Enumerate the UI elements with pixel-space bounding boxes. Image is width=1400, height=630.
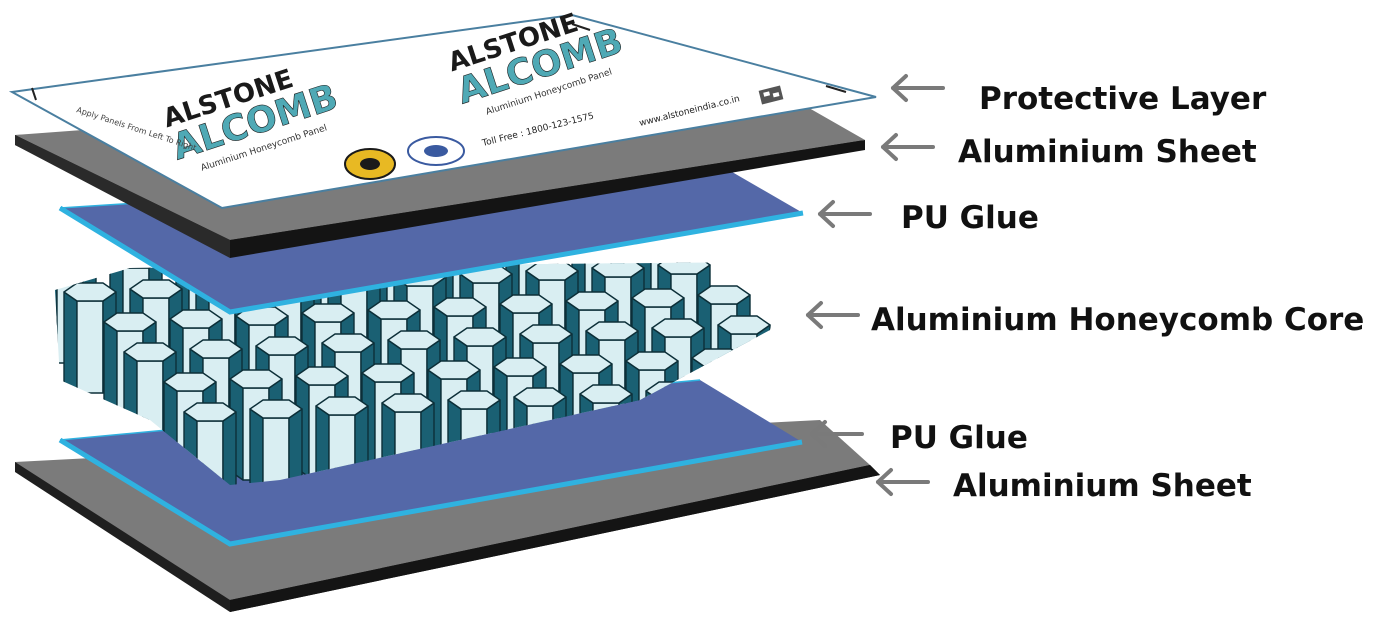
arrow-icon	[881, 133, 935, 161]
arrow-icon	[891, 74, 945, 102]
arrow-icon	[876, 468, 930, 496]
label-pu-glue-top: PU Glue	[901, 200, 1039, 236]
arrow-icon	[818, 200, 872, 228]
seal-logo-2	[407, 136, 465, 166]
label-pu-glue-bottom: PU Glue	[890, 420, 1028, 456]
label-group: Protective Layer Aluminium Sheet PU Glue…	[806, 74, 1364, 504]
label-aluminium-sheet-top: Aluminium Sheet	[958, 134, 1257, 170]
label-aluminium-sheet-bottom: Aluminium Sheet	[953, 468, 1252, 504]
protective-layer: ALSTONE ALCOMB Aluminium Honeycomb Panel…	[8, 8, 877, 210]
label-honeycomb-core: Aluminium Honeycomb Core	[871, 302, 1364, 338]
label-protective-layer: Protective Layer	[979, 81, 1267, 117]
seal-logo-1	[344, 148, 396, 180]
arrow-icon	[806, 301, 860, 329]
qr-code-icon	[758, 85, 784, 105]
arrow-icon	[810, 420, 864, 448]
